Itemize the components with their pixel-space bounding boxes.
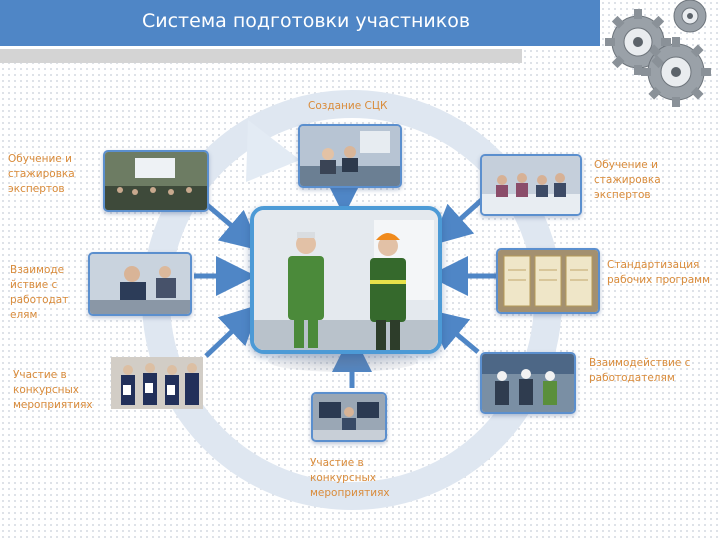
arrow-right-bottom: [426, 309, 480, 354]
header-bar: [0, 0, 600, 46]
center-shadow: [268, 350, 418, 372]
photo-top: [298, 124, 402, 188]
arrow-left-top: [204, 202, 262, 251]
photo-right-mid: [496, 248, 600, 314]
label-right-top: Обучение и стажировка экспертов: [594, 159, 661, 201]
photo-left-top: [103, 150, 209, 212]
label-top: Создание СЦК: [308, 100, 388, 112]
photo-right-top: [480, 154, 582, 216]
header-underline: [0, 49, 522, 63]
photo-bottom: [311, 392, 387, 442]
cycle-arrow-head: [246, 120, 300, 182]
label-right-bottom: Взаимодействие с работодателям: [589, 357, 691, 384]
label-right-mid: Стандартизация рабочих программ: [607, 259, 710, 286]
arrow-left-bottom: [204, 304, 261, 358]
label-left-mid: Взаимоде йствие с работодат елям: [10, 264, 69, 321]
page-title: Система подготовки участников: [142, 10, 471, 32]
photo-right-bottom: [480, 352, 576, 414]
photo-left-bottom: [111, 357, 203, 409]
photo-center: [250, 206, 442, 354]
label-left-top: Обучение и стажировка экспертов: [8, 153, 75, 195]
arrow-right-top: [431, 194, 488, 246]
photo-left-mid: [88, 252, 192, 316]
label-bottom: Участие в конкурсных мероприятиях: [310, 457, 390, 499]
label-left-bottom: Участие в конкурсных мероприятиях: [13, 369, 93, 411]
gears-icon: [605, 0, 711, 107]
